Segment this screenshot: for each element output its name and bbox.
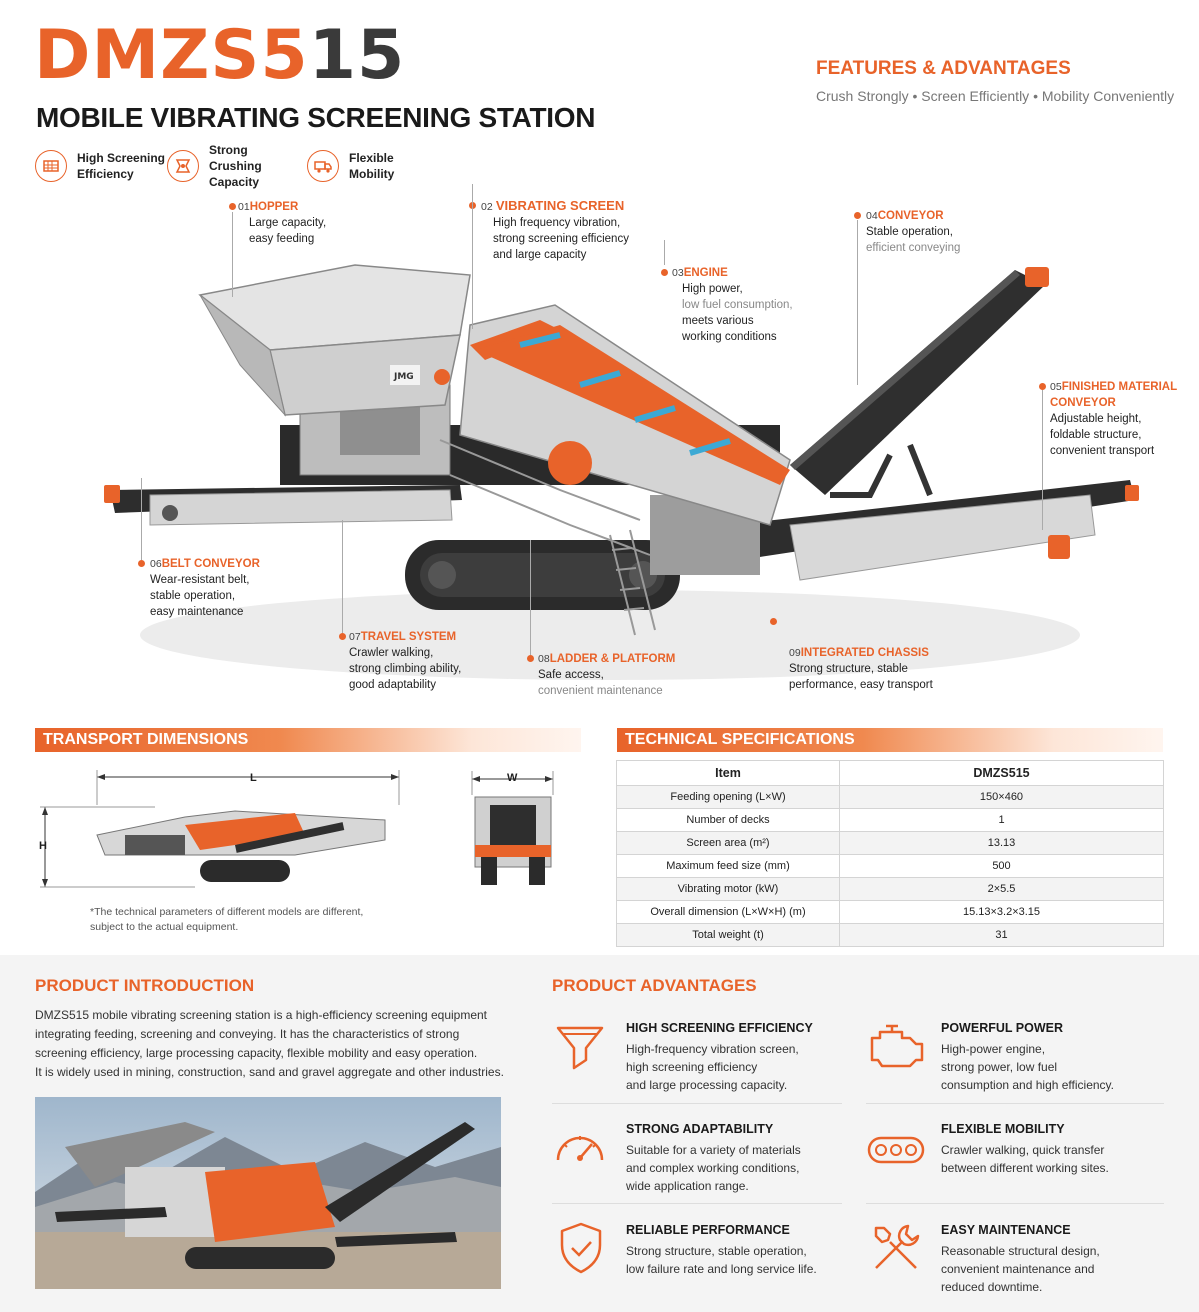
highlight-label: Efficiency	[77, 167, 134, 181]
spec-value: 15.13×3.2×3.15	[839, 900, 1164, 924]
advantage-item: RELIABLE PERFORMANCE Strong structure, s…	[626, 1223, 817, 1276]
spec-item: Feeding opening (L×W)	[616, 785, 840, 809]
table-row: Vibrating motor (kW)2×5.5	[616, 877, 1164, 901]
spec-value: 150×460	[839, 785, 1164, 809]
spec-header-row: Item DMZS515	[616, 760, 1164, 786]
spec-col-model: DMZS515	[839, 760, 1164, 786]
callout-dot	[527, 655, 534, 662]
spec-value: 1	[839, 808, 1164, 832]
callout-dot	[138, 560, 145, 567]
ladder-platform	[439, 439, 656, 636]
machine-illustration: JMG	[104, 264, 1139, 680]
highlight-label: Flexible	[349, 151, 394, 165]
tools-icon	[868, 1220, 924, 1281]
divider	[552, 1203, 842, 1204]
features-title: FEATURES & ADVANTAGES	[816, 58, 1071, 79]
crawler-track-icon	[866, 1132, 926, 1173]
dimension-label-l: L	[250, 772, 257, 784]
advantage-item: FLEXIBLE MOBILITY Crawler walking, quick…	[941, 1122, 1109, 1175]
advantage-item: STRONG ADAPTABILITY Suitable for a varie…	[626, 1122, 801, 1193]
spec-item: Total weight (t)	[616, 923, 840, 947]
divider	[552, 1103, 842, 1104]
leader-line	[232, 212, 233, 297]
leader-line	[342, 520, 343, 633]
crusher-icon	[167, 150, 199, 182]
leader-line	[857, 220, 858, 385]
highlight-label: Mobility	[349, 167, 395, 181]
transport-diagram	[40, 770, 554, 888]
gauge-icon	[552, 1122, 608, 1177]
table-row: Overall dimension (L×W×H) (m)15.13×3.2×3…	[616, 900, 1164, 924]
leader-line	[141, 478, 142, 560]
spec-item: Number of decks	[616, 808, 840, 832]
callout-dot	[854, 212, 861, 219]
tech-spec-header: TECHNICAL SPECIFICATIONS	[617, 728, 1163, 752]
spec-col-item: Item	[616, 760, 840, 786]
spec-value: 13.13	[839, 831, 1164, 855]
transport-note: *The technical parameters of different m…	[90, 906, 364, 933]
product-subtitle: MOBILE VIBRATING SCREENING STATION	[36, 102, 596, 133]
leader-line	[1042, 390, 1043, 530]
callout-engine: 03ENGINE High power, low fuel consumptio…	[672, 267, 793, 343]
spec-item: Screen area (m²)	[616, 831, 840, 855]
transport-dimensions-header: TRANSPORT DIMENSIONS	[35, 728, 581, 752]
callout-finished-conveyor: 05FINISHED MATERIAL CONVEYOR Adjustable …	[1050, 381, 1178, 457]
highlight-label: High Screening	[77, 151, 166, 165]
callout-belt-conveyor: 06BELT CONVEYOR Wear-resistant belt, sta…	[150, 558, 260, 618]
spec-item: Vibrating motor (kW)	[616, 877, 840, 901]
divider	[866, 1203, 1164, 1204]
shield-check-icon	[556, 1220, 606, 1281]
callout-dot	[339, 633, 346, 640]
table-row: Maximum feed size (mm)500	[616, 854, 1164, 878]
advantage-item: EASY MAINTENANCE Reasonable structural d…	[941, 1223, 1100, 1294]
product-intro-text: DMZS515 mobile vibrating screening stati…	[35, 1008, 504, 1079]
dimension-label-w: W	[507, 772, 518, 784]
spec-item: Overall dimension (L×W×H) (m)	[616, 900, 840, 924]
funnel-icon	[552, 1020, 608, 1081]
product-photo	[35, 1097, 501, 1289]
leader-line	[472, 184, 473, 329]
callout-vibrating-screen: 02 VIBRATING SCREEN High frequency vibra…	[481, 198, 629, 261]
product-advantages-title: PRODUCT ADVANTAGES	[552, 976, 757, 995]
callout-hopper: 01HOPPER Large capacity, easy feeding	[238, 201, 327, 245]
callout-chassis: 09INTEGRATED CHASSIS Strong structure, s…	[789, 647, 933, 691]
spec-table: Item DMZS515 Feeding opening (L×W)150×46…	[616, 760, 1164, 947]
features-subtitle: Crush Strongly • Screen Efficiently • Mo…	[816, 88, 1175, 104]
advantage-item: POWERFUL POWER High-power engine,strong …	[941, 1021, 1114, 1092]
table-row: Feeding opening (L×W)150×460	[616, 785, 1164, 809]
table-row: Total weight (t)31	[616, 923, 1164, 947]
callout-dot	[770, 618, 777, 625]
product-intro-title: PRODUCT INTRODUCTION	[35, 976, 255, 995]
callout-conveyor: 04CONVEYOR Stable operation, efficient c…	[866, 210, 961, 254]
highlight-label: Strong Crushing	[209, 143, 262, 173]
dimension-label-h: H	[39, 840, 47, 852]
brand-mark: JMG	[393, 372, 414, 382]
spec-value: 31	[839, 923, 1164, 947]
model-title: DMZS515	[34, 16, 406, 95]
callout-dot	[1039, 383, 1046, 390]
table-row: Screen area (m²)13.13	[616, 831, 1164, 855]
spec-value: 2×5.5	[839, 877, 1164, 901]
advantage-item: HIGH SCREENING EFFICIENCY High-frequency…	[626, 1021, 813, 1092]
spec-item: Maximum feed size (mm)	[616, 854, 840, 878]
truck-icon	[307, 150, 339, 182]
highlight-label: Capacity	[209, 175, 260, 189]
leader-line	[664, 240, 665, 265]
engine-icon	[866, 1020, 926, 1081]
stockpile-conveyor	[790, 270, 1045, 495]
callout-dot	[229, 203, 236, 210]
spec-value: 500	[839, 854, 1164, 878]
screen-icon	[35, 150, 67, 182]
divider	[866, 1103, 1164, 1104]
callout-travel-system: 07TRAVEL SYSTEM Crawler walking, strong …	[349, 631, 462, 691]
callout-dot	[661, 269, 668, 276]
callout-ladder: 08LADDER & PLATFORM Safe access, conveni…	[538, 653, 676, 697]
leader-line	[530, 540, 531, 655]
